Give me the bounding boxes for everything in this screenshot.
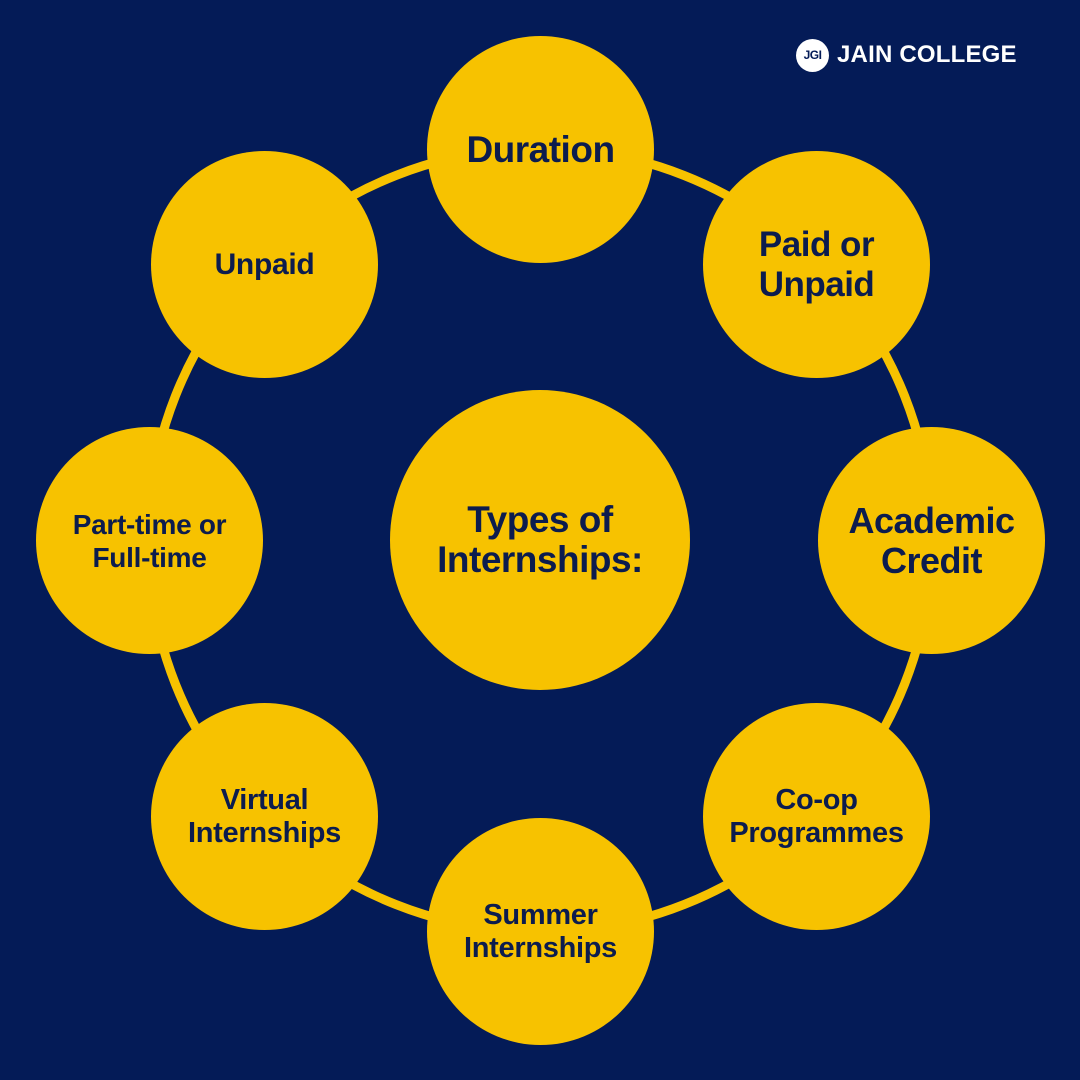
- center-node: Types of Internships:: [390, 390, 690, 690]
- center-label: Types of Internships:: [437, 499, 643, 580]
- node-label-summer-internships: Summer Internships: [464, 898, 617, 964]
- node-label-duration: Duration: [466, 128, 615, 170]
- node-label-unpaid: Unpaid: [214, 247, 315, 281]
- node-duration: Duration: [427, 36, 654, 263]
- node-label-academic-credit: Academic Credit: [848, 499, 1015, 581]
- node-label-virtual-internships: Virtual Internships: [188, 783, 341, 849]
- node-label-part-time-or-full-time: Part-time or Full-time: [72, 508, 227, 573]
- node-label-co-op-programmes: Co-op Programmes: [729, 783, 904, 849]
- node-label-paid-or-unpaid: Paid or Unpaid: [758, 224, 875, 304]
- node-co-op-programmes: Co-op Programmes: [703, 703, 930, 930]
- jgi-logo-icon: JGI: [796, 38, 829, 72]
- node-academic-credit: Academic Credit: [818, 427, 1045, 654]
- brand-name: JAIN COLLEGE: [837, 41, 1017, 68]
- node-summer-internships: Summer Internships: [427, 818, 654, 1045]
- node-virtual-internships: Virtual Internships: [151, 703, 378, 930]
- node-part-time-or-full-time: Part-time or Full-time: [36, 427, 263, 654]
- brand-logo: JGI JAIN COLLEGE: [796, 38, 1017, 72]
- node-unpaid: Unpaid: [151, 151, 378, 378]
- node-paid-or-unpaid: Paid or Unpaid: [703, 151, 930, 378]
